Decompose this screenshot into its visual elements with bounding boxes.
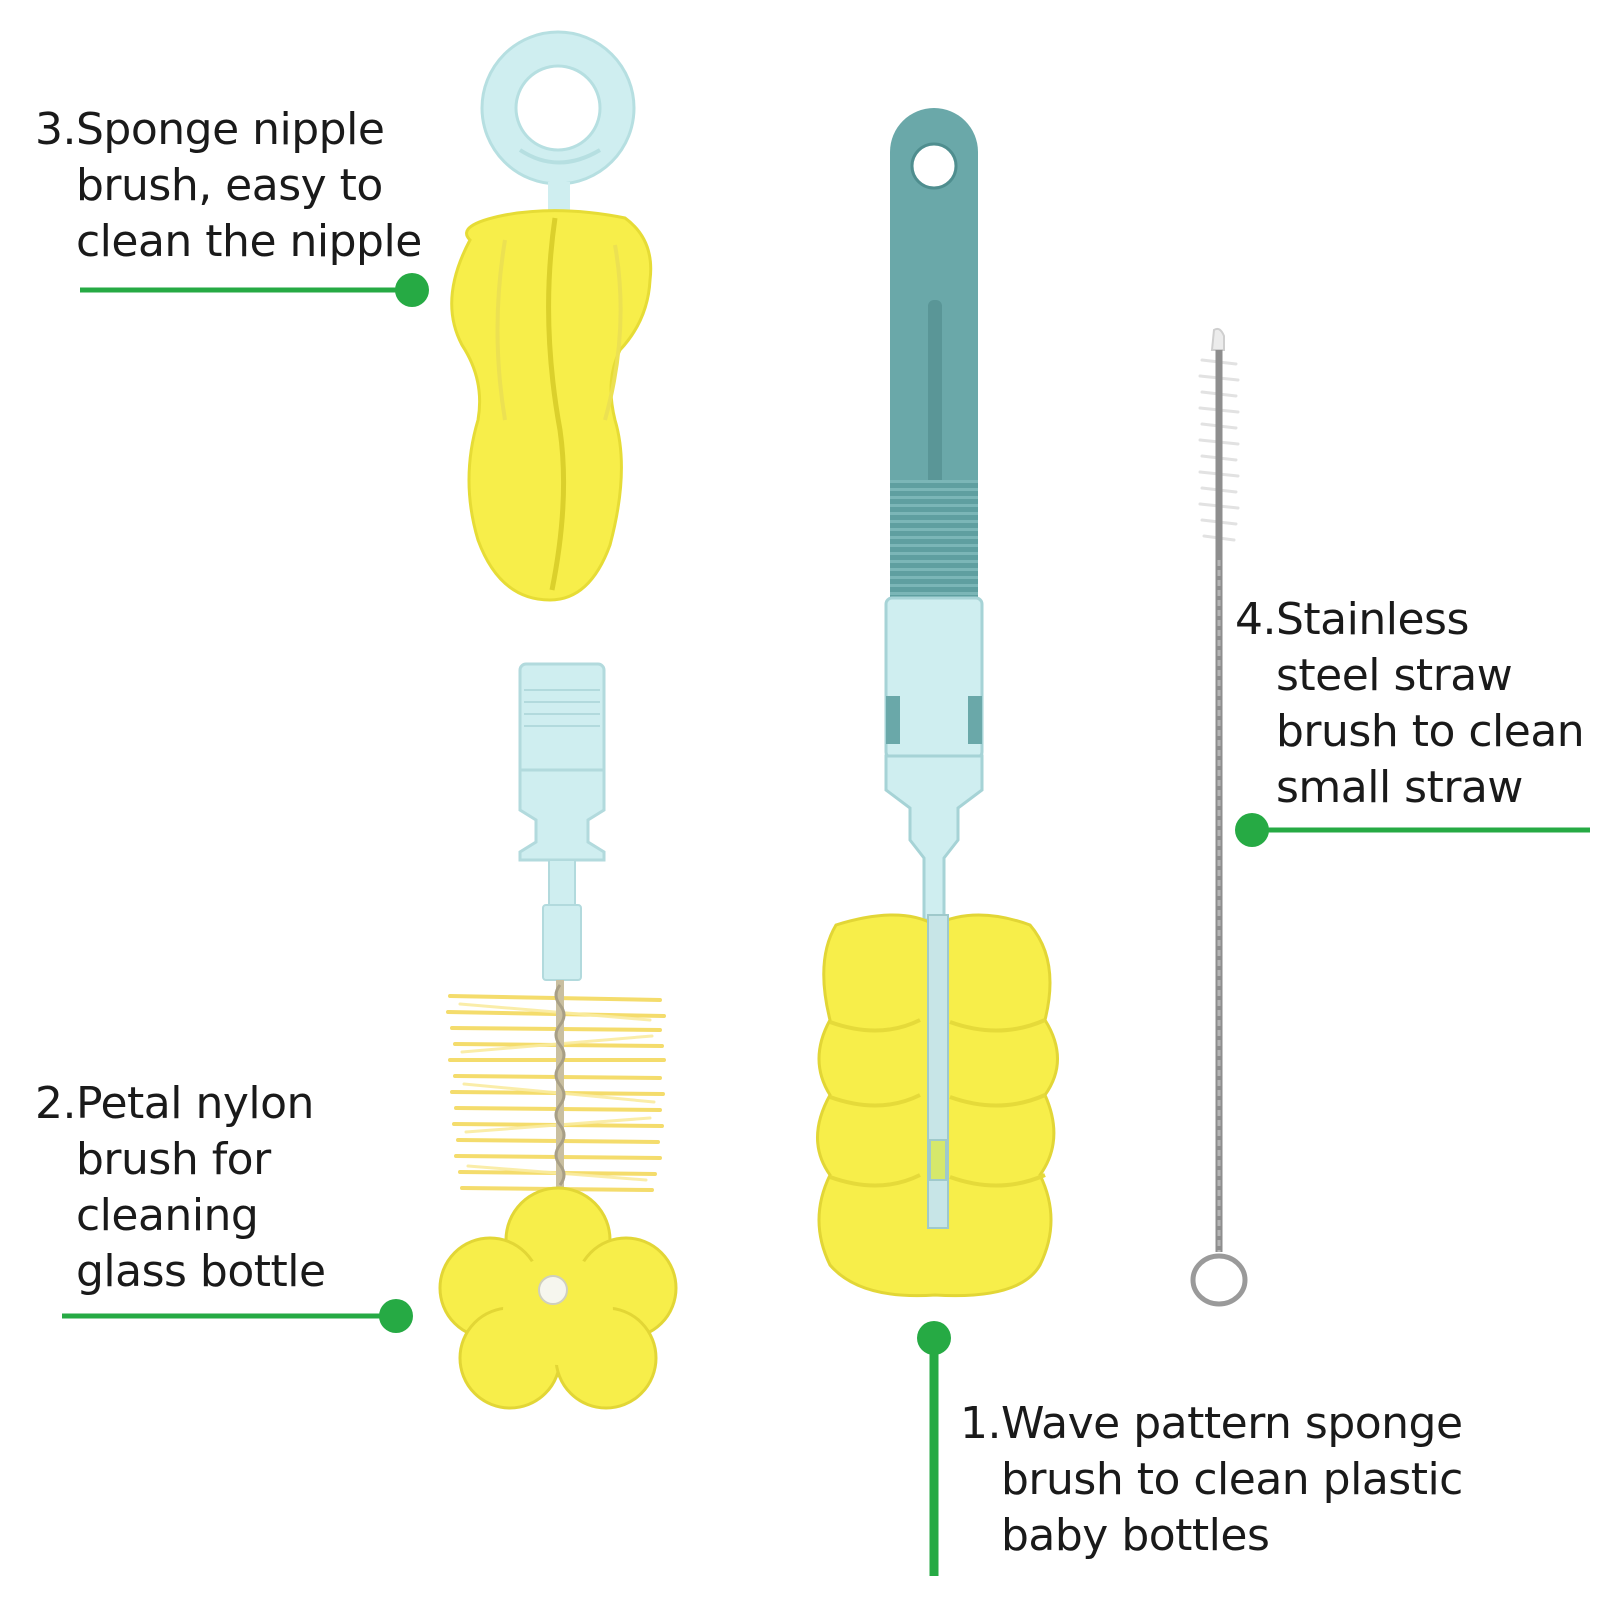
callout-number: 4. <box>1235 594 1276 645</box>
callout-line: brush to clean plastic <box>1000 1454 1463 1505</box>
callout-line: small straw <box>1275 762 1523 813</box>
callout-line: cleaning <box>75 1190 259 1241</box>
leader-line-3 <box>80 273 429 307</box>
callout-line: baby bottles <box>1000 1510 1270 1561</box>
nipple-brush-image <box>450 30 653 602</box>
leader-line-4 <box>1235 813 1590 847</box>
callout-line: Petal nylon <box>75 1078 314 1129</box>
petal-brush-image <box>438 662 678 1410</box>
callout-number: 2. <box>35 1078 76 1129</box>
leader-line-1 <box>917 1321 951 1576</box>
callout-line: steel straw <box>1275 650 1513 701</box>
callout-number: 3. <box>35 104 76 155</box>
wave-brush-image <box>816 108 1059 1298</box>
callout-line: glass bottle <box>75 1246 326 1297</box>
callout-line: brush to clean <box>1275 706 1585 757</box>
straw-brush-image <box>1190 327 1248 1307</box>
callout-line: brush for <box>75 1134 271 1185</box>
callout-line: Sponge nipple <box>75 104 385 155</box>
callout-petal-brush: 2. Petal nylon brush for cleaning glass … <box>35 1076 326 1300</box>
callout-line: Stainless <box>1275 594 1469 645</box>
callout-nipple-brush: 3. Sponge nipple brush, easy to clean th… <box>35 102 422 270</box>
callout-line: Wave pattern sponge <box>1000 1398 1463 1449</box>
callout-wave-brush: 1. Wave pattern sponge brush to clean pl… <box>960 1396 1463 1564</box>
leader-line-2 <box>62 1299 413 1333</box>
callout-straw-brush: 4. Stainless steel straw brush to clean … <box>1235 592 1585 816</box>
callout-line: brush, easy to <box>75 160 383 211</box>
callout-number: 1. <box>960 1398 1001 1449</box>
callout-line: clean the nipple <box>75 216 422 267</box>
